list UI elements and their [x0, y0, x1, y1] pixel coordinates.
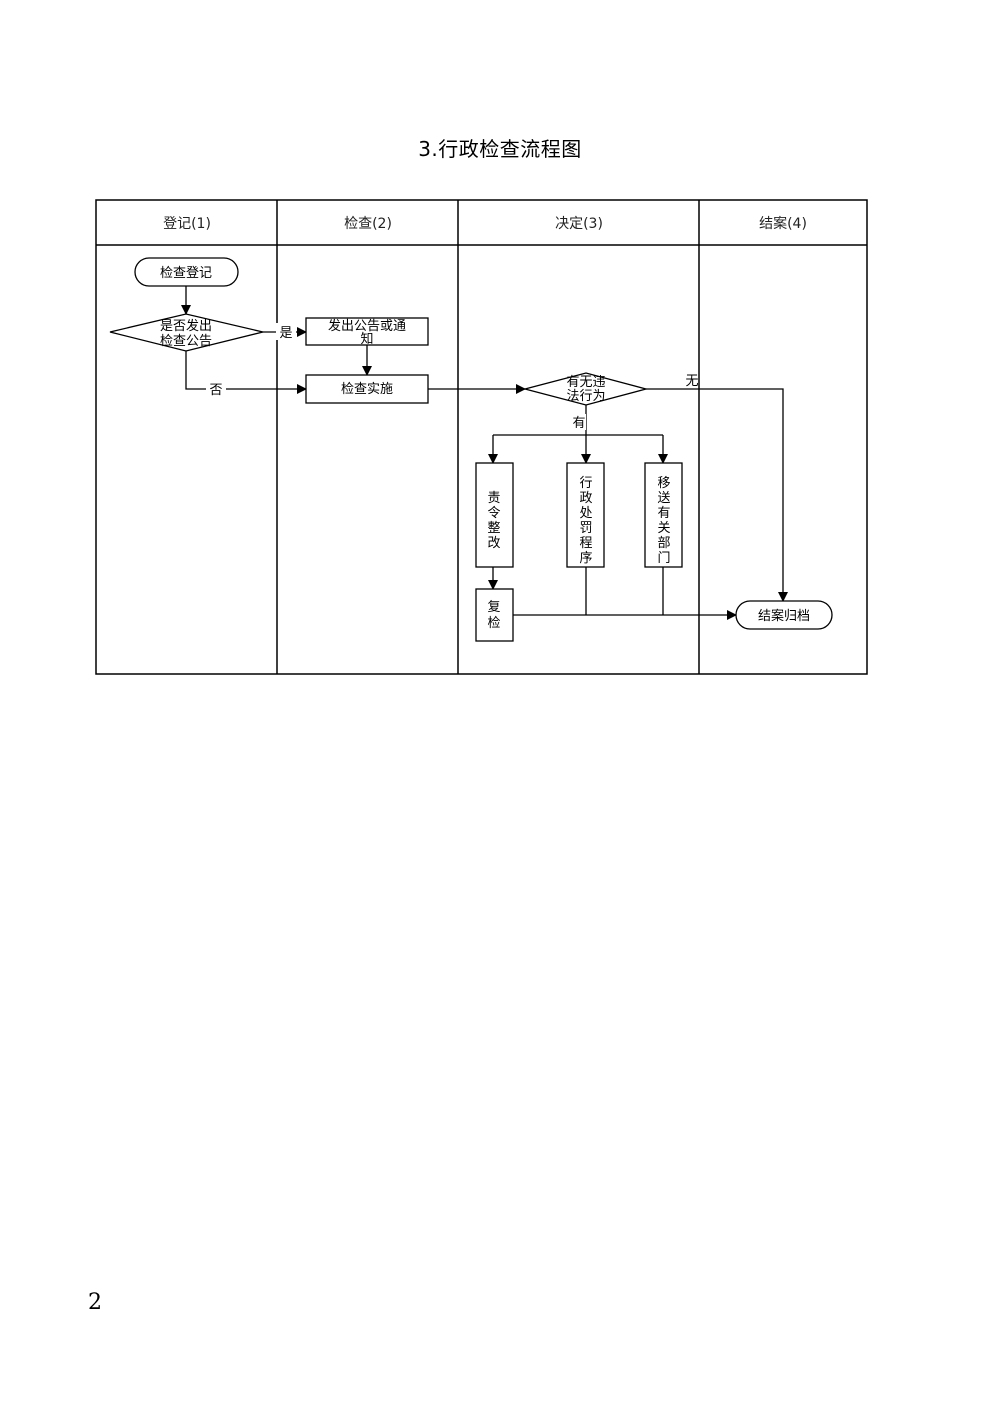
rectify-char-2: 令 [487, 506, 500, 521]
decision-notice-diamond [109, 313, 264, 352]
decision-violation-label-line1: 有无违 [566, 375, 605, 390]
penalty-char-2: 政 [579, 491, 592, 506]
lane-header-close: 结案(4) [759, 215, 807, 232]
lane-header-decide: 决定(3) [555, 216, 603, 232]
page-title: 3.行政检查流程图 [418, 137, 582, 161]
issue-notice-box [305, 317, 429, 346]
rectify-box [475, 462, 514, 568]
transfer-char-6: 门 [657, 551, 670, 566]
decision-notice-label-line1: 是否发出 [160, 318, 212, 334]
transfer-char-4: 关 [657, 521, 670, 536]
rectify-char-4: 改 [487, 536, 500, 551]
recheck-box [475, 588, 514, 642]
decision-violation-label-line2: 法行为 [566, 389, 605, 404]
penalty-char-6: 序 [579, 551, 592, 566]
start-label: 检查登记 [160, 266, 212, 281]
edge-label-has: 有 [572, 416, 585, 431]
transfer-box [644, 462, 683, 568]
edge-label-yes: 是 [279, 326, 292, 341]
connectors [181, 286, 788, 620]
lane-header-inspect: 检查(2) [344, 216, 392, 232]
penalty-char-3: 处 [579, 506, 592, 521]
transfer-char-2: 送 [657, 491, 670, 506]
penalty-char-4: 罚 [579, 521, 592, 536]
swimlane-frame [95, 199, 868, 675]
decision-violation-diamond [522, 372, 649, 406]
rectify-char-1: 责 [487, 491, 500, 506]
archive-terminator [735, 600, 833, 630]
edge-decision-no [185, 351, 307, 394]
edge-label-none: 无 [685, 374, 698, 389]
issue-notice-label-line2: 知 [360, 331, 373, 347]
page-number: 2 [88, 1290, 102, 1315]
issue-notice-label-line1: 发出公告或通 [328, 318, 406, 334]
transfer-char-5: 部 [657, 536, 670, 551]
lane-header-register: 登记(1) [163, 216, 211, 232]
penalty-box [566, 462, 605, 568]
start-terminator [134, 257, 239, 287]
recheck-char-1: 复 [487, 600, 500, 615]
transfer-char-3: 有 [657, 506, 670, 521]
inspection-label: 检查实施 [341, 382, 393, 397]
inspection-box [305, 374, 429, 404]
transfer-char-1: 移 [657, 476, 670, 491]
penalty-char-5: 程 [579, 536, 592, 551]
decision-notice-label-line2: 检查公告 [160, 334, 212, 349]
rectify-char-3: 整 [487, 521, 500, 536]
edge-label-no: 否 [209, 383, 222, 398]
recheck-char-2: 检 [487, 616, 500, 631]
archive-label: 结案归档 [758, 609, 810, 624]
edge-violation-none [646, 388, 788, 602]
penalty-char-1: 行 [579, 476, 592, 491]
